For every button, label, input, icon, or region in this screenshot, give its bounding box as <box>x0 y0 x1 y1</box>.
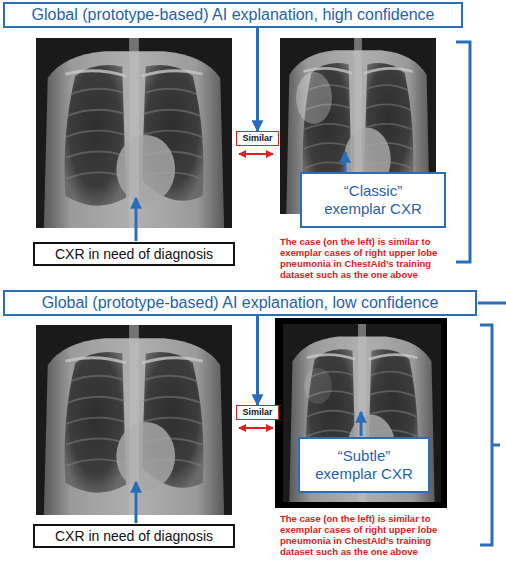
node-text: Similar <box>242 407 272 417</box>
node-text: Global (prototype-based) AI explanation,… <box>42 294 439 311</box>
similar-tag: Similar <box>236 405 279 420</box>
node-text: “Classic” exemplar CXR <box>312 182 434 218</box>
note-text: The case (on the left) is similar to exe… <box>280 236 462 280</box>
node-text: Global (prototype-based) AI explanation,… <box>32 6 435 23</box>
connector-arrow <box>256 316 259 405</box>
exemplar-box: “Classic” exemplar CXR <box>300 172 446 228</box>
similar-tag: Similar <box>236 131 279 146</box>
connector-arrow <box>256 28 259 131</box>
caption-box: CXR in need of diagnosis <box>33 242 235 266</box>
header-box: Global (prototype-based) AI explanation,… <box>3 2 463 28</box>
note-text: The case (on the left) is similar to exe… <box>280 513 462 557</box>
header-box: Global (prototype-based) AI explanation,… <box>3 290 477 316</box>
exemplar-box: “Subtle” exemplar CXR <box>298 437 430 493</box>
caption-box: CXR in need of diagnosis <box>33 524 235 548</box>
node-text: “Subtle” exemplar CXR <box>310 447 418 483</box>
node-text: Similar <box>242 133 272 143</box>
node-text: CXR in need of diagnosis <box>55 246 213 262</box>
node-text: CXR in need of diagnosis <box>55 528 213 544</box>
